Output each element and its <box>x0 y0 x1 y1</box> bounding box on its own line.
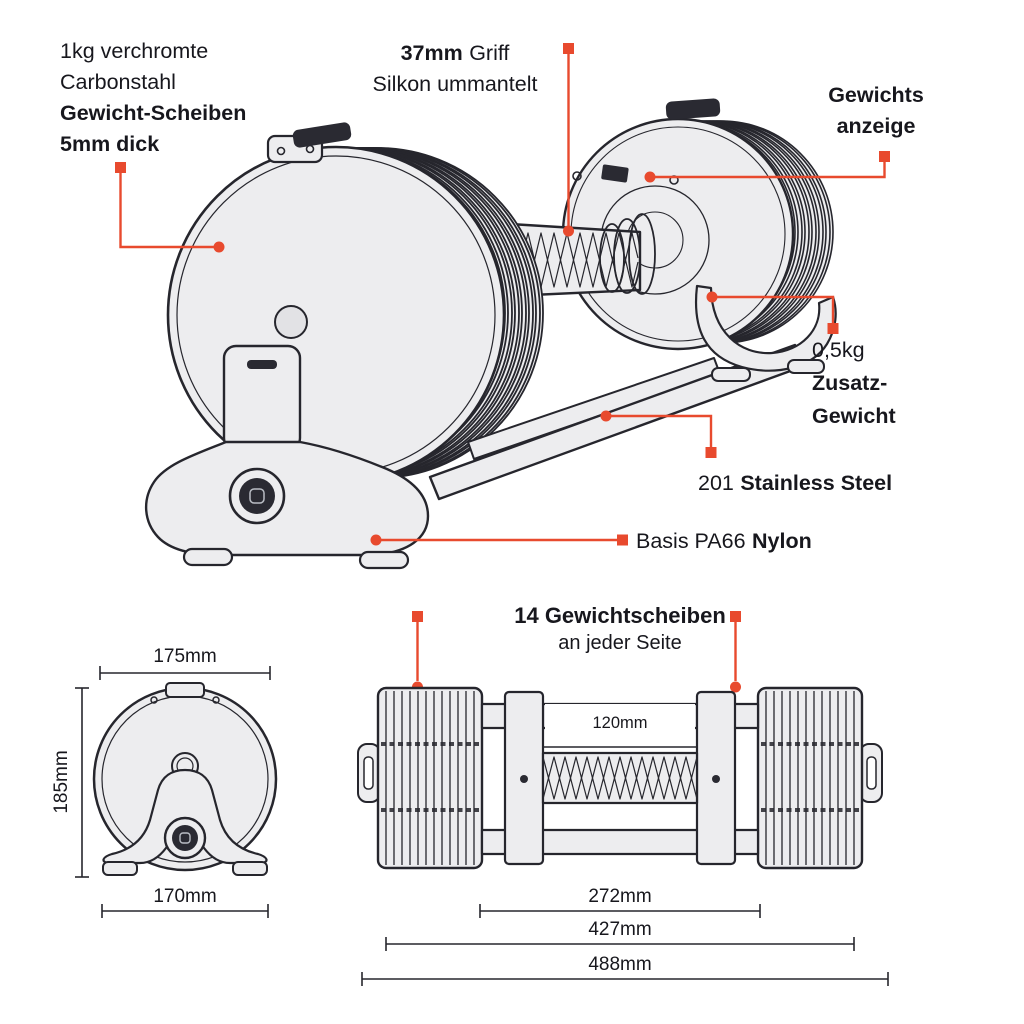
callout-plates-line: Gewicht-Scheiben <box>60 101 247 125</box>
callout-weight-display: Gewichts anzeige <box>828 80 924 142</box>
extra-weight-value: 0,5kg <box>812 338 865 362</box>
dim-front-width-bottom: 170mm <box>153 886 217 907</box>
steel-grade-text: 201 <box>698 471 734 495</box>
dim-front-height: 185mm <box>51 750 72 814</box>
side-view-drawing <box>357 686 883 870</box>
steel-name-text: Stainless Steel <box>740 471 893 495</box>
base-material-text: Basis PA66 <box>636 529 746 553</box>
callout-lines <box>115 43 890 693</box>
callout-plates-line: 5mm dick <box>60 132 160 156</box>
grip-label-text: Griff <box>469 41 510 65</box>
rear-stand <box>695 284 837 372</box>
callout-plates-line: 1kg verchromte <box>60 39 209 63</box>
callout-plates: 1kg verchromte Carbonstahl Gewicht-Schei… <box>60 36 246 160</box>
base-nylon-text: Nylon <box>752 529 812 553</box>
plate-count-line: an jeder Seite <box>558 632 682 654</box>
callout-plate-count: 14 Gewichtscheiben an jeder Seite <box>514 602 726 656</box>
callout-plates-line: Carbonstahl <box>60 70 176 94</box>
plate-count-line: 14 Gewichtscheiben <box>514 603 726 628</box>
grip-size-text: 37mm <box>400 41 463 65</box>
callout-grip-line: Silkon ummantelt <box>372 72 538 96</box>
front-view-drawing <box>92 682 278 876</box>
dimension-lines <box>75 666 889 986</box>
weight-display-window <box>601 164 629 183</box>
dim-front-width-top: 175mm <box>153 646 217 667</box>
extra-weight-line: Zusatz- <box>812 371 888 395</box>
extra-weight-line: Gewicht <box>812 404 896 428</box>
callout-extra-weight: 0,5kg Zusatz- Gewicht <box>812 334 896 433</box>
dim-grip-width: 120mm <box>592 714 648 732</box>
dim-overall-width: 488mm <box>588 954 652 975</box>
dim-inner-width: 272mm <box>588 886 652 907</box>
callout-display-line: anzeige <box>836 114 916 138</box>
dim-mid-width: 427mm <box>588 919 652 940</box>
callout-display-line: Gewichts <box>828 83 924 107</box>
